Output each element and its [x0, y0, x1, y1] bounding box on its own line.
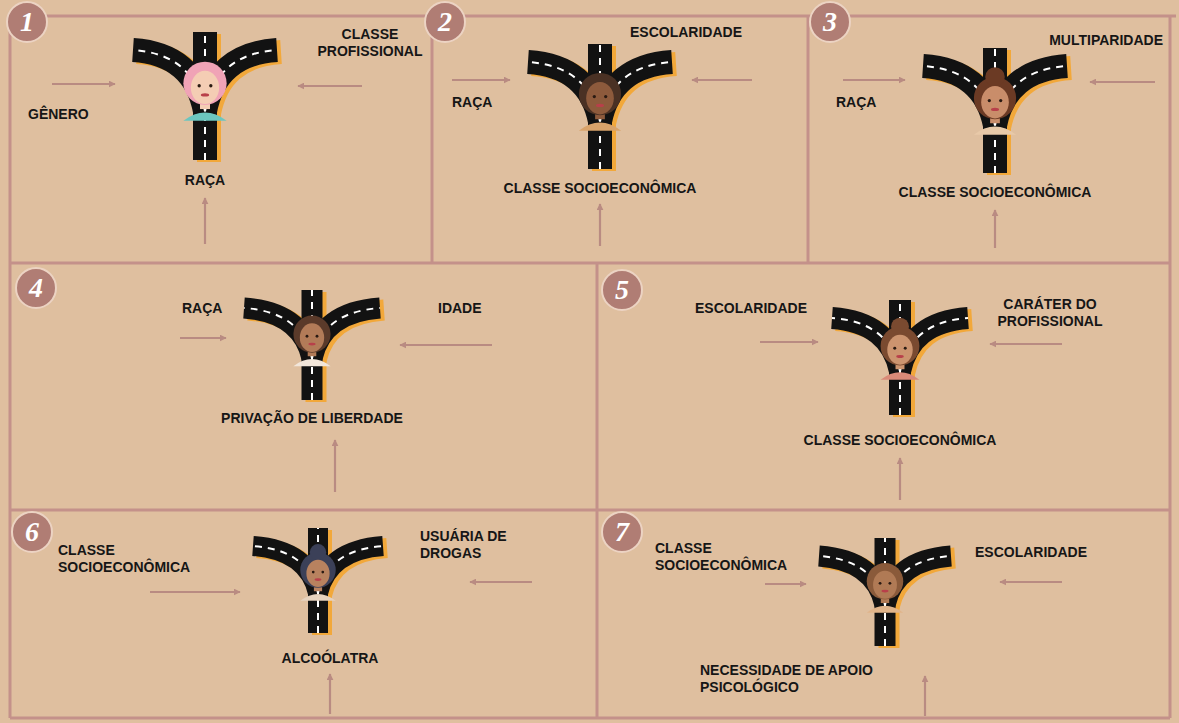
pointer-arrow [150, 591, 240, 593]
factor-panel: ESCOLARIDADE CARÁTER DO PROFISSIONAL CLASS… [597, 263, 1170, 510]
factor-label: RAÇA [185, 172, 225, 189]
factor-panel: CLASSE PROFISSIONALGÊNERORAÇA1 [10, 16, 432, 263]
factor-label: GÊNERO [28, 106, 89, 123]
pointer-arrow [899, 458, 901, 500]
woman-portrait [300, 544, 335, 601]
factor-label: CLASSE PROFISSIONAL [308, 26, 433, 60]
pointer-arrow [452, 79, 510, 81]
road-fork [52, 32, 362, 244]
factor-label: NECESSIDADE DE APOIO PSICOLÓGICO [700, 662, 915, 696]
pointer-arrow [599, 204, 601, 246]
pointer-arrow [760, 341, 818, 343]
panel-number: 5 [615, 276, 629, 304]
number-badge: 7 [601, 511, 643, 553]
pointer-arrow [334, 440, 336, 492]
factor-label: ESCOLARIDADE [630, 24, 742, 41]
pointer-arrow [990, 343, 1062, 345]
factor-label: ALCOÓLATRA [282, 650, 379, 667]
panel-number: 7 [615, 518, 629, 546]
pointer-arrow [1000, 581, 1062, 583]
factor-label: ESCOLARIDADE [695, 300, 807, 317]
factor-label: RAÇA [452, 94, 492, 111]
factor-label: ESCOLARIDADE [975, 544, 1087, 561]
road-fork [843, 48, 1155, 248]
road-fork [765, 538, 1062, 716]
number-badge: 1 [6, 1, 48, 43]
factor-label: CLASSE SOCIOECONÔMICA [899, 184, 1092, 201]
pointer-arrow [924, 676, 926, 716]
road-fork [452, 44, 752, 246]
pointer-arrow [692, 79, 752, 81]
factor-label: CLASSE SOCIOECONÔMICA [58, 542, 218, 576]
pointer-arrow [204, 198, 206, 244]
pointer-arrow [400, 344, 492, 346]
pointer-arrow [843, 79, 905, 81]
road-fork [760, 300, 1062, 500]
factor-label: CARÁTER DO PROFISSIONAL [988, 296, 1113, 330]
number-badge: 2 [424, 1, 466, 43]
panel-number: 6 [25, 518, 39, 546]
factor-label: CLASSE SOCIOECONÔMICA [655, 540, 815, 574]
panel-number: 4 [29, 274, 43, 302]
pointer-arrow [298, 85, 362, 87]
factor-label: PRIVAÇÃO DE LIBERDADE [221, 410, 403, 427]
factor-label: CLASSE SOCIOECONÔMICA [504, 180, 697, 197]
woman-portrait [579, 73, 621, 131]
factor-panel: CLASSE SOCIOECONÔMICA USUÁRIA DE DROGAS AL… [10, 510, 597, 718]
pointer-arrow [765, 583, 806, 585]
factor-label: MULTIPARIDADE [1049, 32, 1163, 49]
factor-panel: CLASSE SOCIOECONÔMICA ESCOLARIDADE NECESSI… [597, 510, 1170, 718]
factor-panel: ESCOLARIDADERAÇACLASSE SOCIOECONÔMICA2 [432, 16, 808, 263]
number-badge: 6 [11, 511, 53, 553]
woman-portrait [293, 315, 330, 366]
panel-number: 3 [823, 8, 837, 36]
panel-number: 2 [438, 8, 452, 36]
woman-portrait [183, 62, 226, 121]
pointer-arrow [1090, 81, 1155, 83]
factor-panel: RAÇA IDADE PRIVAÇÃO DE LIBERDADE 4 [10, 263, 597, 510]
pointer-arrow [180, 337, 226, 339]
factor-label: RAÇA [182, 300, 222, 317]
woman-portrait [881, 318, 920, 380]
factor-label: RAÇA [836, 94, 876, 111]
road-fork [180, 290, 492, 492]
factor-label: IDADE [438, 300, 482, 317]
pointer-arrow [52, 83, 115, 85]
woman-portrait [867, 563, 904, 613]
number-badge: 5 [601, 269, 643, 311]
pointer-arrow [329, 674, 331, 714]
factor-label: CLASSE SOCIOECONÔMICA [804, 432, 997, 449]
factor-label: USUÁRIA DE DROGAS [420, 528, 535, 562]
panel-number: 1 [20, 8, 34, 36]
number-badge: 4 [15, 267, 57, 309]
factor-panel: MULTIPARIDADERAÇACLASSE SOCIOECONÔMICA3 [808, 16, 1170, 263]
woman-portrait [974, 67, 1016, 134]
number-badge: 3 [809, 1, 851, 43]
pointer-arrow [470, 581, 532, 583]
pointer-arrow [994, 210, 996, 248]
